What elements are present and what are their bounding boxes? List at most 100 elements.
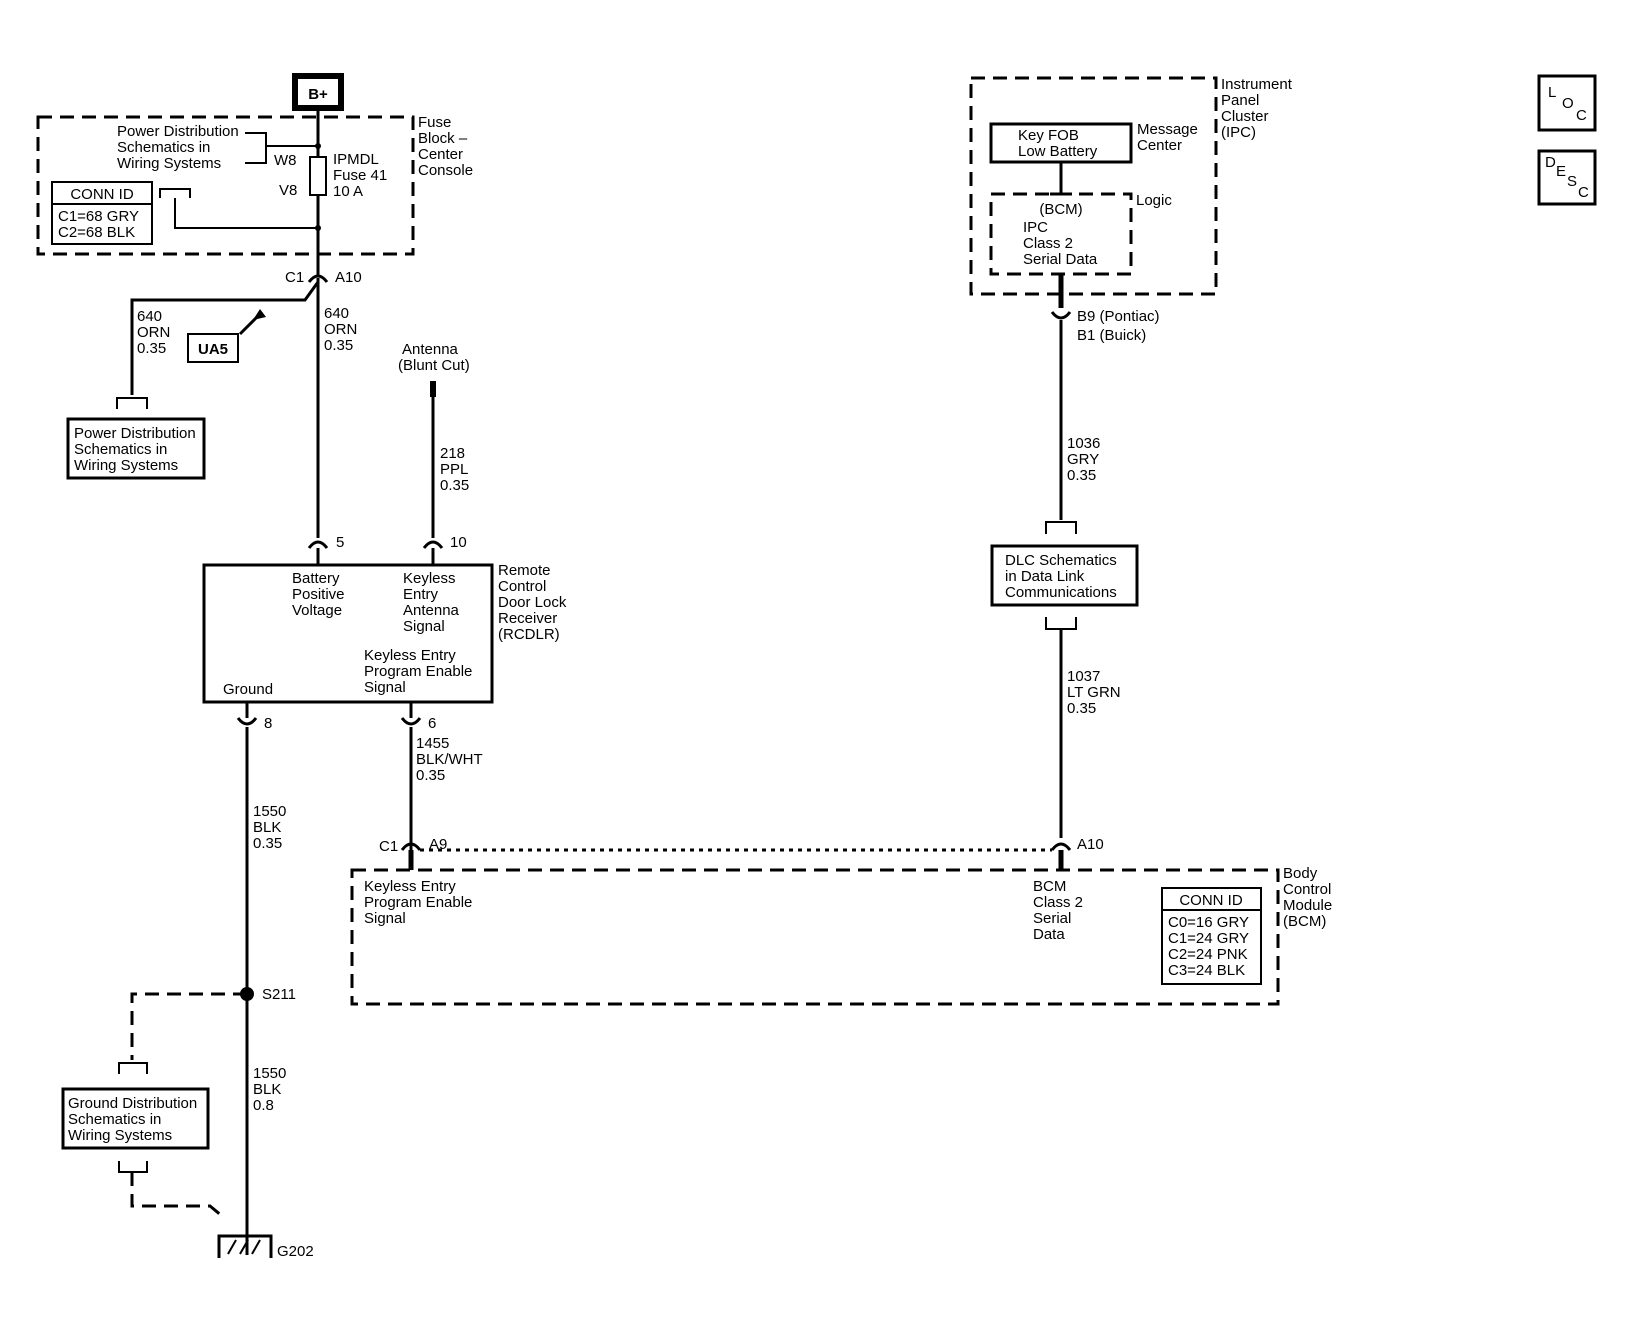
ipc-outline bbox=[969, 76, 1218, 296]
rcdlr-pin8: 8 bbox=[264, 715, 272, 732]
rcdlr-pin5: 5 bbox=[336, 534, 344, 551]
power-dist-box-text: Power Distribution Schematics in Wiring … bbox=[74, 425, 200, 474]
bcm-conn-id-title: CONN ID bbox=[1179, 892, 1243, 909]
rcdlr-pin5-connector bbox=[307, 540, 329, 549]
message-center-2: Center bbox=[1137, 137, 1182, 154]
bcm-name-4: (BCM) bbox=[1283, 913, 1326, 930]
bcm-class2-1: BCM bbox=[1033, 878, 1066, 895]
rcdlr-pin8-connector bbox=[236, 717, 258, 726]
key-fob-line-2: Low Battery bbox=[1018, 143, 1098, 160]
wire-1036-label: 1036 GRY 0.35 bbox=[1067, 435, 1105, 484]
bcm-conn-id-values: C0=16 GRY C1=24 GRY C2=24 PNK C3=24 BLK bbox=[1168, 914, 1253, 979]
fuse-line-2: Fuse 41 bbox=[333, 167, 387, 184]
wire-1037-color: LT GRN bbox=[1067, 684, 1121, 701]
fuse-block: B+ Power Distribution Schematics in Wiri… bbox=[36, 73, 473, 276]
v8-link bbox=[174, 198, 318, 229]
ground-hatch-3 bbox=[251, 1239, 261, 1255]
loc-letter-l: L bbox=[1548, 84, 1556, 101]
ua5-arrowhead bbox=[253, 309, 266, 320]
wire-1550-bottom-num: 1550 bbox=[253, 1065, 286, 1082]
bcm-name-3: Module bbox=[1283, 897, 1332, 914]
dlc-reference: DLC Schematics in Data Link Communicatio… bbox=[990, 521, 1139, 630]
wire-640-left-color: ORN bbox=[137, 324, 170, 341]
wire-640-main-color: ORN bbox=[324, 321, 357, 338]
ipc-bcm-label: (BCM) bbox=[1039, 201, 1082, 218]
wire-1550-top-num: 1550 bbox=[253, 803, 286, 820]
bcm-name-1: Body bbox=[1283, 865, 1318, 882]
bcm-program-enable-text: Keyless Entry Program Enable Signal bbox=[364, 878, 477, 927]
v8-label: V8 bbox=[279, 182, 297, 199]
loc-button[interactable]: L O C bbox=[1537, 74, 1597, 132]
antenna: Antenna (Blunt Cut) 218 PPL 0.35 bbox=[398, 341, 472, 538]
wire-1550-bottom-label: 1550 BLK 0.8 bbox=[253, 1065, 291, 1114]
message-center-text: Message Center bbox=[1137, 121, 1202, 154]
key-fob-line-1: Key FOB bbox=[1018, 127, 1079, 144]
power-dist-box-bracket bbox=[116, 397, 148, 409]
bcm-class2-4: Data bbox=[1033, 926, 1065, 943]
loc-button-frame[interactable] bbox=[1537, 74, 1597, 132]
desc-letter-e: E bbox=[1556, 163, 1566, 180]
wire-1037-num: 1037 bbox=[1067, 668, 1100, 685]
rcdlr-outline bbox=[202, 563, 494, 704]
fuse-conn-id-values: C1=68 GRY C2=68 BLK bbox=[58, 208, 143, 241]
power-dist-bracket bbox=[245, 132, 267, 164]
bcm-program-enable-2: Program Enable bbox=[364, 894, 472, 911]
wire-1455-color: BLK/WHT bbox=[416, 751, 483, 768]
antenna-label-2: (Blunt Cut) bbox=[398, 357, 470, 374]
key-fob-box bbox=[989, 122, 1133, 164]
ground-dist-upper-dashed bbox=[130, 992, 247, 1060]
wire-218-label: 218 PPL 0.35 bbox=[440, 445, 472, 494]
rcdlr-ground-text: Ground bbox=[223, 681, 273, 698]
antenna-blunt-cut bbox=[430, 381, 436, 397]
fuse-block-name-3: Center bbox=[418, 146, 463, 163]
wire-1455-gauge: 0.35 bbox=[416, 767, 445, 784]
wire-1455-label: 1455 BLK/WHT 0.35 bbox=[416, 735, 487, 784]
a10-top-label: A10 bbox=[335, 269, 362, 286]
fuse-conn-id-c2: C2=68 BLK bbox=[58, 224, 135, 241]
ipc-name: Instrument Panel Cluster (IPC) bbox=[1221, 76, 1296, 141]
rcdlr-pin6-connector bbox=[400, 717, 422, 726]
rcdlr-antenna-4: Signal bbox=[403, 618, 445, 635]
rcdlr-pin10-connector bbox=[422, 540, 444, 549]
wire-218-gauge: 0.35 bbox=[440, 477, 469, 494]
desc-button[interactable]: D E S C bbox=[1537, 149, 1597, 206]
c1-top-label: C1 bbox=[285, 269, 304, 286]
rcdlr-battery-1: Battery bbox=[292, 570, 340, 587]
ua5-reference: UA5 bbox=[187, 309, 266, 363]
rcdlr-name-5: (RCDLR) bbox=[498, 626, 560, 643]
rcdlr-program-enable-2: Program Enable bbox=[364, 663, 472, 680]
ground-dist-box-outline bbox=[61, 1087, 210, 1150]
splice-s211-label: S211 bbox=[262, 986, 296, 1003]
ground-g202-label: G202 bbox=[277, 1243, 314, 1260]
ground-dist-lower-dashed bbox=[130, 1172, 223, 1218]
rcdlr-name: Remote Control Door Lock Receiver (RCDLR… bbox=[498, 562, 571, 643]
wire-1550-bottom-gauge: 0.8 bbox=[253, 1097, 274, 1114]
power-dist-line-3: Wiring Systems bbox=[117, 155, 221, 172]
desc-button-frame[interactable] bbox=[1537, 149, 1597, 206]
wire-640-main-num: 640 bbox=[324, 305, 349, 322]
power-dist-line-2: Schematics in bbox=[117, 139, 210, 156]
ipc-name-1: Instrument bbox=[1221, 76, 1293, 93]
rcdlr-program-enable-3: Signal bbox=[364, 679, 406, 696]
bcm-conn-id-c1: C1=24 GRY bbox=[1168, 930, 1249, 947]
wire-1037-label: 1037 LT GRN 0.35 bbox=[1067, 668, 1125, 717]
fuse-symbol bbox=[309, 156, 327, 196]
wire-640-left-num: 640 bbox=[137, 308, 162, 325]
fuse-text: IPMDL Fuse 41 10 A bbox=[333, 151, 391, 200]
rcdlr-antenna-signal-text: Keyless Entry Antenna Signal bbox=[403, 570, 463, 635]
desc-letter-s: S bbox=[1567, 173, 1577, 190]
wire-1036-num: 1036 bbox=[1067, 435, 1100, 452]
rcdlr-pin6: 6 bbox=[428, 715, 436, 732]
rcdlr-battery-text: Battery Positive Voltage bbox=[292, 570, 349, 619]
wire-1036-gauge: 0.35 bbox=[1067, 467, 1096, 484]
rcdlr-battery-2: Positive bbox=[292, 586, 345, 603]
loc-letter-o: O bbox=[1562, 95, 1574, 112]
bcm-conn-id-c2: C2=24 PNK bbox=[1168, 946, 1248, 963]
ground-dist-top-bracket bbox=[118, 1062, 148, 1074]
fuse-block-name-1: Fuse bbox=[418, 114, 451, 131]
wire-218-num: 218 bbox=[440, 445, 465, 462]
wire-640-main-label: 640 ORN 0.35 bbox=[324, 305, 362, 354]
dlc-line-2: in Data Link bbox=[1005, 568, 1085, 585]
ground-distribution-box: Ground Distribution Schematics in Wiring… bbox=[61, 1062, 210, 1173]
ground-dist-bottom-bracket bbox=[118, 1161, 148, 1173]
